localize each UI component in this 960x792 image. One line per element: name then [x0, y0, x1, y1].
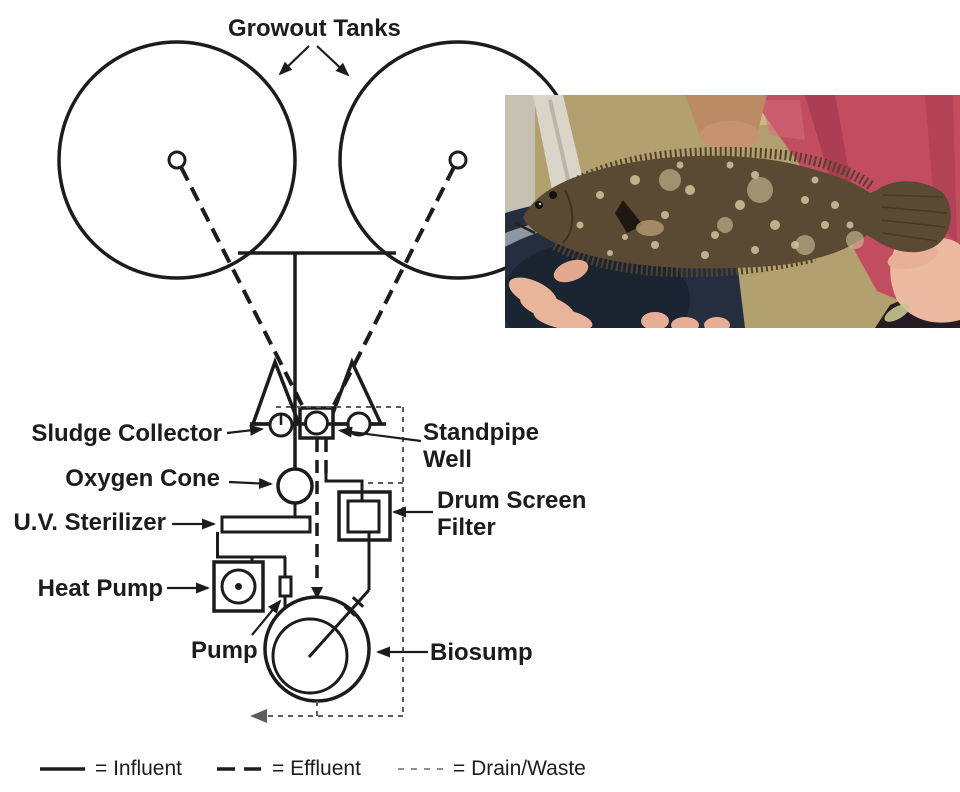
arrow-oxygen-cone [228, 477, 273, 489]
flounder-fish [514, 146, 951, 278]
pump [278, 575, 293, 598]
legend-influent-text: = Influent [95, 757, 182, 780]
effluent-arrowhead [311, 587, 323, 599]
growout-tanks-label: Growout Tanks [228, 15, 401, 42]
heat-pump-label: Heat Pump [37, 575, 163, 602]
flounder-photo-art [505, 95, 960, 328]
uv-sterilizer-label: U.V. Sterilizer [13, 509, 166, 536]
effluent-pipes [311, 439, 328, 599]
arrow-growout-right [316, 45, 350, 77]
arrow-growout-left [278, 45, 310, 76]
valve-tick-2 [343, 605, 357, 617]
oxygen-cone [276, 467, 314, 517]
mouth [514, 221, 536, 235]
drain-waste-lines [250, 406, 404, 723]
drum-screen-filter-label-line2: Filter [437, 514, 496, 541]
leaf [884, 304, 910, 322]
bottom-fingertips [641, 312, 730, 328]
heat-pump-hub [235, 583, 242, 590]
label-arrows [167, 45, 433, 658]
drum-screen-filter [337, 490, 392, 542]
tank-right-center-drain [448, 150, 468, 170]
standpipe-well-pipe [304, 410, 329, 436]
arrow-sludge-collector [226, 424, 264, 436]
influent-pipes [238, 251, 396, 470]
tank-left-center-drain [167, 150, 187, 170]
sludge-collector-right [346, 411, 372, 437]
valve-tick-1 [351, 596, 365, 608]
eye-1 [535, 201, 543, 209]
filter-piping [307, 473, 371, 659]
sludge-collectors [268, 410, 372, 438]
left-hand-fingers [508, 259, 593, 328]
standpipe-well-label-line1: Standpipe [423, 419, 540, 446]
eye-2 [549, 191, 557, 199]
heat-pump [212, 560, 265, 613]
legend-drain-waste-text: = Drain/Waste [453, 757, 586, 780]
standpipe-well-label: Standpipe Well [423, 419, 539, 473]
drain-arrowhead [250, 709, 267, 723]
oxygen-cone-label: Oxygen Cone [65, 465, 220, 492]
pectoral-fin [615, 200, 643, 233]
spots [576, 161, 854, 259]
drum-screen-filter-label: Drum Screen Filter [437, 487, 586, 541]
legend-effluent-text: = Effluent [272, 757, 361, 780]
blotches [659, 169, 864, 255]
pump-label: Pump [191, 637, 258, 664]
effluent-tank-drains [179, 166, 456, 406]
growout-tank-left [57, 40, 297, 280]
standpipe-well-label-line2: Well [423, 446, 472, 473]
arrow-standpipe-well [338, 426, 422, 443]
arrow-pump [251, 599, 282, 636]
gill-line [562, 189, 574, 244]
drum-screen-filter-label-line1: Drum Screen [437, 487, 587, 514]
sludge-collector-label: Sludge Collector [31, 420, 222, 447]
flounder-photo [505, 95, 960, 328]
tail-rays [880, 194, 948, 242]
uv-sterilizer [220, 515, 312, 534]
biosump-label: Biosump [430, 639, 533, 666]
